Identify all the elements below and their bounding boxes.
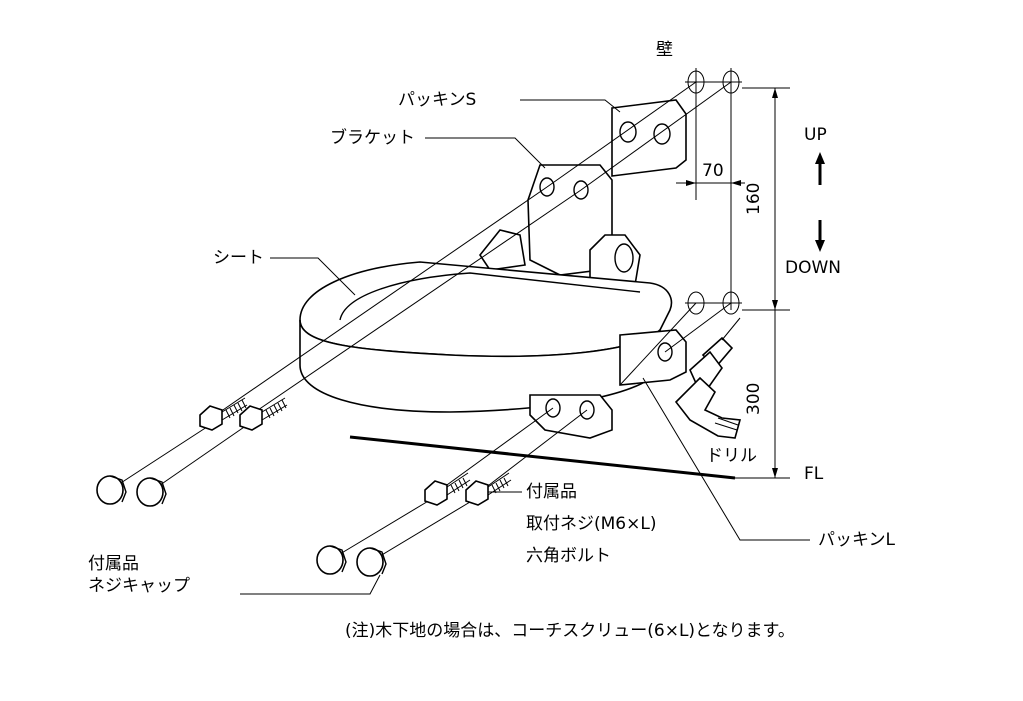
drill-icon	[674, 317, 742, 439]
accessory-label-1: 付属品	[526, 482, 577, 502]
fl-label: FL	[804, 464, 824, 484]
packing-l-part	[619, 329, 687, 386]
wall-label: 壁	[656, 40, 673, 60]
lower-bolt-2	[465, 472, 512, 506]
down-label: DOWN	[785, 258, 841, 278]
accessory-label-2: 付属品	[88, 554, 139, 574]
screw-cap-upper-1	[96, 475, 127, 505]
lower-bolt-1	[424, 472, 471, 506]
leader-bracket	[425, 137, 546, 169]
hex-bolt-label: 六角ボルト	[526, 546, 611, 566]
note-text: (注)木下地の場合は、コーチスクリュー(6×L)となります。	[345, 621, 795, 641]
leader-seat	[270, 257, 356, 296]
dim-300-label: 300	[744, 382, 764, 415]
packing-l-label: パッキンL	[818, 530, 895, 550]
packing-s-label: パッキンS	[398, 90, 477, 110]
upper-bolt-2	[239, 397, 288, 431]
drill-label: ドリル	[706, 446, 757, 466]
screw-cap-lower-1	[316, 545, 347, 575]
screw-cap-upper-2	[136, 477, 167, 507]
leader-cap	[240, 574, 381, 595]
screw-cap-label: ネジキャップ	[88, 576, 190, 596]
screw-cap-lower-2	[356, 547, 387, 577]
dim-160-label: 160	[744, 182, 764, 215]
bracket-label: ブラケット	[330, 128, 415, 148]
up-label: UP	[804, 125, 827, 145]
dim-70-label: 70	[702, 161, 724, 181]
seat-label: シート	[213, 248, 264, 268]
packing-s-part	[611, 99, 687, 177]
upper-bolt-1	[199, 397, 248, 431]
floor-line	[349, 435, 736, 480]
leader-packing-l	[642, 377, 810, 541]
leader-packing-s	[520, 99, 621, 113]
mount-screw-label: 取付ネジ(M6×L)	[526, 514, 657, 534]
